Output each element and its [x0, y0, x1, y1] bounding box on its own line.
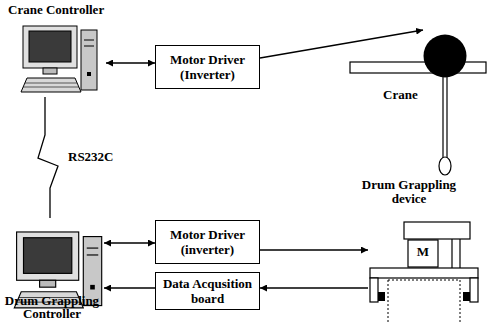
crane-label: Crane — [383, 88, 418, 102]
motor-driver-box: Motor Driver (inverter) — [155, 220, 260, 264]
crane-drum: Crane — [423, 8, 467, 104]
connector — [260, 249, 368, 250]
grappling-device-drawing — [368, 222, 482, 304]
connector — [104, 287, 155, 288]
box-label: Motor Driver (inverter) — [161, 227, 254, 257]
connector — [106, 62, 155, 63]
controller-title: Drum Grappling Controller — [2, 294, 102, 320]
connector — [260, 30, 423, 58]
crane-drum — [423, 8, 467, 104]
crane-beam — [350, 62, 486, 73]
grappling-device: Drum Grappling deviceM — [368, 222, 482, 304]
motor-driver-box: Motor Driver (Inverter) — [155, 45, 260, 89]
computer-icon — [12, 22, 106, 97]
data-acquisition-box: Data Acqusition board — [155, 272, 260, 310]
motor-symbol: M — [408, 245, 438, 259]
crane-controller-computer: Crane Controller — [12, 22, 106, 97]
device-label: Drum Grappling device — [354, 178, 464, 206]
box-label: Motor Driver (Inverter) — [161, 52, 254, 82]
controller-title: Crane Controller — [8, 3, 104, 17]
connector — [104, 242, 155, 243]
edge-label: RS232C — [66, 150, 116, 164]
connector — [260, 287, 368, 288]
connector — [38, 97, 58, 218]
box-label: Data Acqusition board — [161, 276, 254, 306]
crane-hook — [439, 157, 451, 175]
grappling-controller-computer: Drum Grappling Controller — [12, 218, 104, 323]
